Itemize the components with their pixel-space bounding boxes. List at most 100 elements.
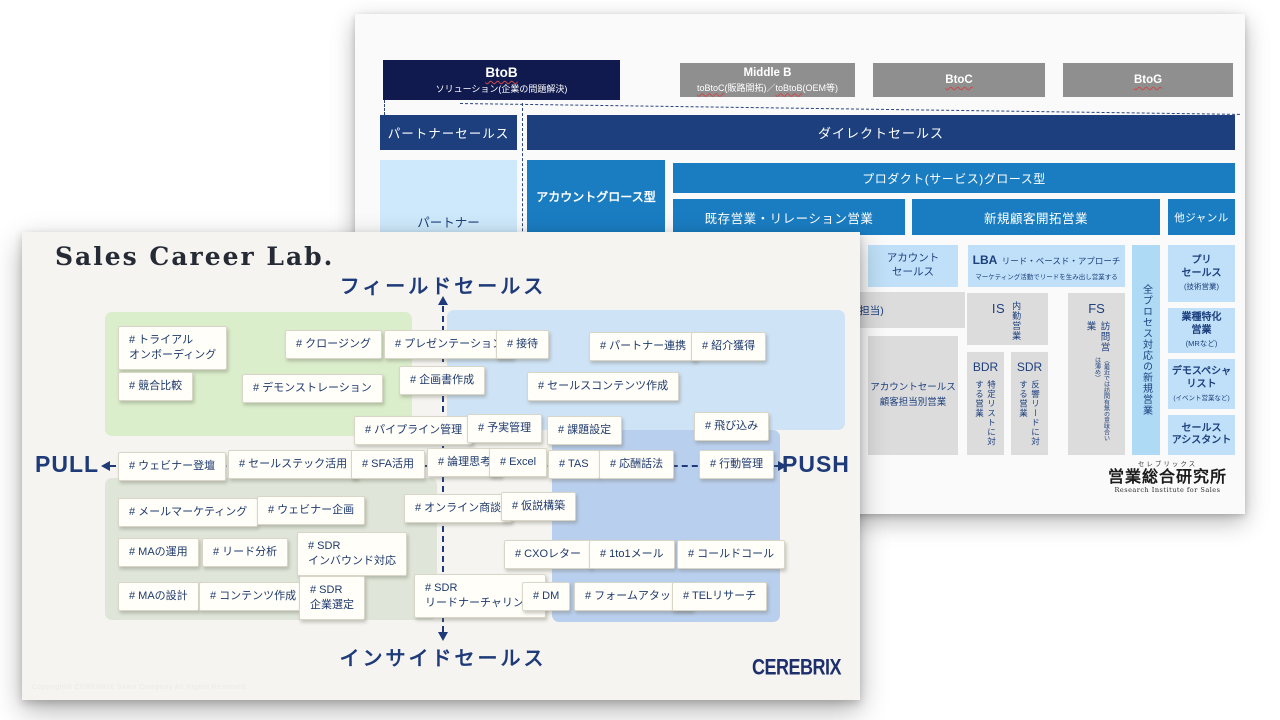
skill-tag: # メールマーケティング <box>118 498 259 527</box>
category-btoc-label: BtoC <box>945 74 973 86</box>
is-label: IS <box>991 301 1006 316</box>
skill-tag: # TELリサーチ <box>672 582 768 611</box>
middleb-sub1: toBtoC <box>696 82 725 93</box>
account-detail-box: アカウントセールス 顧客担当別営業 <box>868 336 958 455</box>
sdr-box: SDR 反響リードに対する営業 <box>1011 352 1048 455</box>
demo-specialist-title: デモスペシャ リスト <box>1171 366 1232 390</box>
arrow-down-icon <box>438 632 448 641</box>
skill-tag: # クロージング <box>285 330 382 359</box>
fs-note: （最近では訪問有無の意味合いは薄め） <box>1093 357 1109 442</box>
skill-tag: # SDR インバウンド対応 <box>297 532 407 576</box>
skill-tag: # 競合比較 <box>118 372 194 401</box>
arrow-right-icon <box>778 461 787 471</box>
skill-tag: # デモンストレーション <box>242 374 383 403</box>
sdr-label: SDR <box>1016 360 1043 374</box>
category-btog: BtoG <box>1063 63 1233 97</box>
fs-box: FS 訪問営業（最近では訪問有無の意味合いは薄め） <box>1068 293 1125 455</box>
skill-tag: # パイプライン管理 <box>354 416 474 445</box>
skill-tag: # パートナー連携 <box>589 332 698 361</box>
axis-bottom-label: インサイドセールス <box>339 648 547 670</box>
lba-abbr: LBA <box>972 253 998 267</box>
skill-tag: # 予実管理 <box>467 414 543 443</box>
arrow-left-icon <box>101 461 110 471</box>
category-btob-sub: ソリューション(企業の問題解決) <box>435 84 568 94</box>
skill-tag: # 課題設定 <box>547 416 623 445</box>
arrow-up-icon <box>438 296 448 305</box>
skill-tag: # 仮説構築 <box>501 492 577 521</box>
logo-sub: Research Institute for Sales <box>1114 485 1221 494</box>
skill-tag: # ウェビナー登壇 <box>118 452 227 481</box>
skill-tag: # CXOレター <box>504 540 593 569</box>
lba-title: LBA リード・ベースド・アプローチ <box>973 251 1121 269</box>
skill-tag: # SDR 企業選定 <box>299 576 365 620</box>
skill-tag: # MAの設計 <box>118 582 199 611</box>
skill-tag: # 応酬話法 <box>599 450 675 479</box>
category-middleb-label: Middle B <box>743 66 792 79</box>
account-growth-title: アカウントグロース型 <box>536 190 656 204</box>
skill-tag: # 紹介獲得 <box>691 332 767 361</box>
pre-sales-title: プリ セールス <box>1181 255 1222 279</box>
all-process-column: 全プロセス対応の新規営業 <box>1132 245 1160 455</box>
industry-sales-sub: (MRなど) <box>1185 339 1218 348</box>
cerebrix-logo: CEREBRIX <box>752 654 842 680</box>
product-growth-header: プロダクト(サービス)グロース型 <box>673 163 1235 193</box>
lba-name: リード・ベースド・アプローチ <box>1001 256 1121 266</box>
is-box: IS 内勤営業 <box>967 293 1048 345</box>
skill-tag: # セールスコンテンツ作成 <box>527 372 680 401</box>
skill-tag: # ウェビナー企画 <box>257 496 366 525</box>
dashed-connector-left <box>384 100 385 115</box>
slide-title: Sales Career Lab. <box>55 242 335 271</box>
skill-tag: # リード分析 <box>202 538 289 567</box>
quadrant-push-field <box>447 310 845 430</box>
middleb-sub4: (OEM等) <box>802 82 839 93</box>
skill-tag: # MAの運用 <box>118 538 199 567</box>
industry-sales-box: 業種特化 営業 (MRなど) <box>1168 308 1235 353</box>
axis-top-label: フィールドセールス <box>339 276 547 298</box>
demo-specialist-box: デモスペシャ リスト (イベント営業など) <box>1168 359 1235 409</box>
other-genre-header: 他ジャンル <box>1168 199 1235 235</box>
skill-tag: # SFA活用 <box>351 450 425 479</box>
is-sub: 内勤営業 <box>1011 301 1022 341</box>
fs-detail: 訪問営業 （最近では訪問有無の意味合いは薄め） <box>1083 321 1111 446</box>
skill-tag: # オンライン商談 <box>404 494 513 523</box>
bdr-box: BDR 特定リストに対する営業 <box>967 352 1004 455</box>
middleb-sub2: (販路開拓)／ <box>724 82 776 93</box>
sdr-sub: 反響リードに対する営業 <box>1018 380 1041 447</box>
dashed-connector-diagonal <box>459 103 1240 115</box>
direct-sales-header: ダイレクトセールス <box>527 115 1235 150</box>
bdr-sub: 特定リストに対する営業 <box>974 380 997 447</box>
category-btob-label: BtoB <box>485 65 518 80</box>
category-middleb-sub: toBtoC(販路開拓)／toBtoB(OEM等) <box>697 81 838 94</box>
partner-sales-header: パートナーセールス <box>380 115 517 150</box>
category-middleb: Middle B toBtoC(販路開拓)／toBtoB(OEM等) <box>680 63 855 97</box>
copyright-text: Copyright© CEREBRIX Sales Company All Ri… <box>32 684 249 691</box>
skill-tag: # トライアル オンボーディング <box>118 326 228 370</box>
demo-specialist-sub: (イベント営業など) <box>1173 395 1230 402</box>
skill-tag: # Excel <box>489 448 548 477</box>
new-sales-header: 新規顧客開拓営業 <box>912 199 1160 235</box>
skill-tag: # プレゼンテーション <box>384 330 514 359</box>
category-btob: BtoB ソリューション(企業の問題解決) <box>383 60 620 100</box>
skill-tag: # コールドコール <box>677 540 786 569</box>
axis-right-label: PUSH <box>782 451 850 477</box>
sales-career-lab-slide: Sales Career Lab. フィールドセールス インサイドセールス PU… <box>22 232 860 700</box>
skill-tag: # セールステック活用 <box>228 450 359 479</box>
industry-sales-title: 業種特化 営業 <box>1181 312 1222 336</box>
category-btog-label: BtoG <box>1133 74 1163 86</box>
skill-tag: # 企画書作成 <box>399 366 486 395</box>
skill-tag: # SDR リードナーチャリング <box>414 574 546 618</box>
lba-box: LBA リード・ベースド・アプローチ マーケティング活動でリードを生み出し営業す… <box>968 245 1125 287</box>
pre-sales-sub: (技術営業) <box>1184 282 1219 291</box>
existing-sales-header: 既存営業・リレーション営業 <box>673 199 905 235</box>
skill-tag: # コンテンツ作成 <box>199 582 308 611</box>
logo-main: 営業総合研究所 <box>1107 467 1227 486</box>
bdr-label: BDR <box>972 360 999 374</box>
skill-tag: # 接待 <box>496 330 550 359</box>
sales-assistant-title: セールス アシスタント <box>1171 422 1232 447</box>
lba-sub: マーケティング活動でリードを生み出し営業する <box>975 274 1118 281</box>
pre-sales-box: プリ セールス (技術営業) <box>1168 245 1235 302</box>
skill-tag: # DM <box>522 582 571 611</box>
fs-sub: 訪問営業 <box>1084 321 1110 353</box>
sales-assistant-box: セールス アシスタント <box>1168 415 1235 455</box>
